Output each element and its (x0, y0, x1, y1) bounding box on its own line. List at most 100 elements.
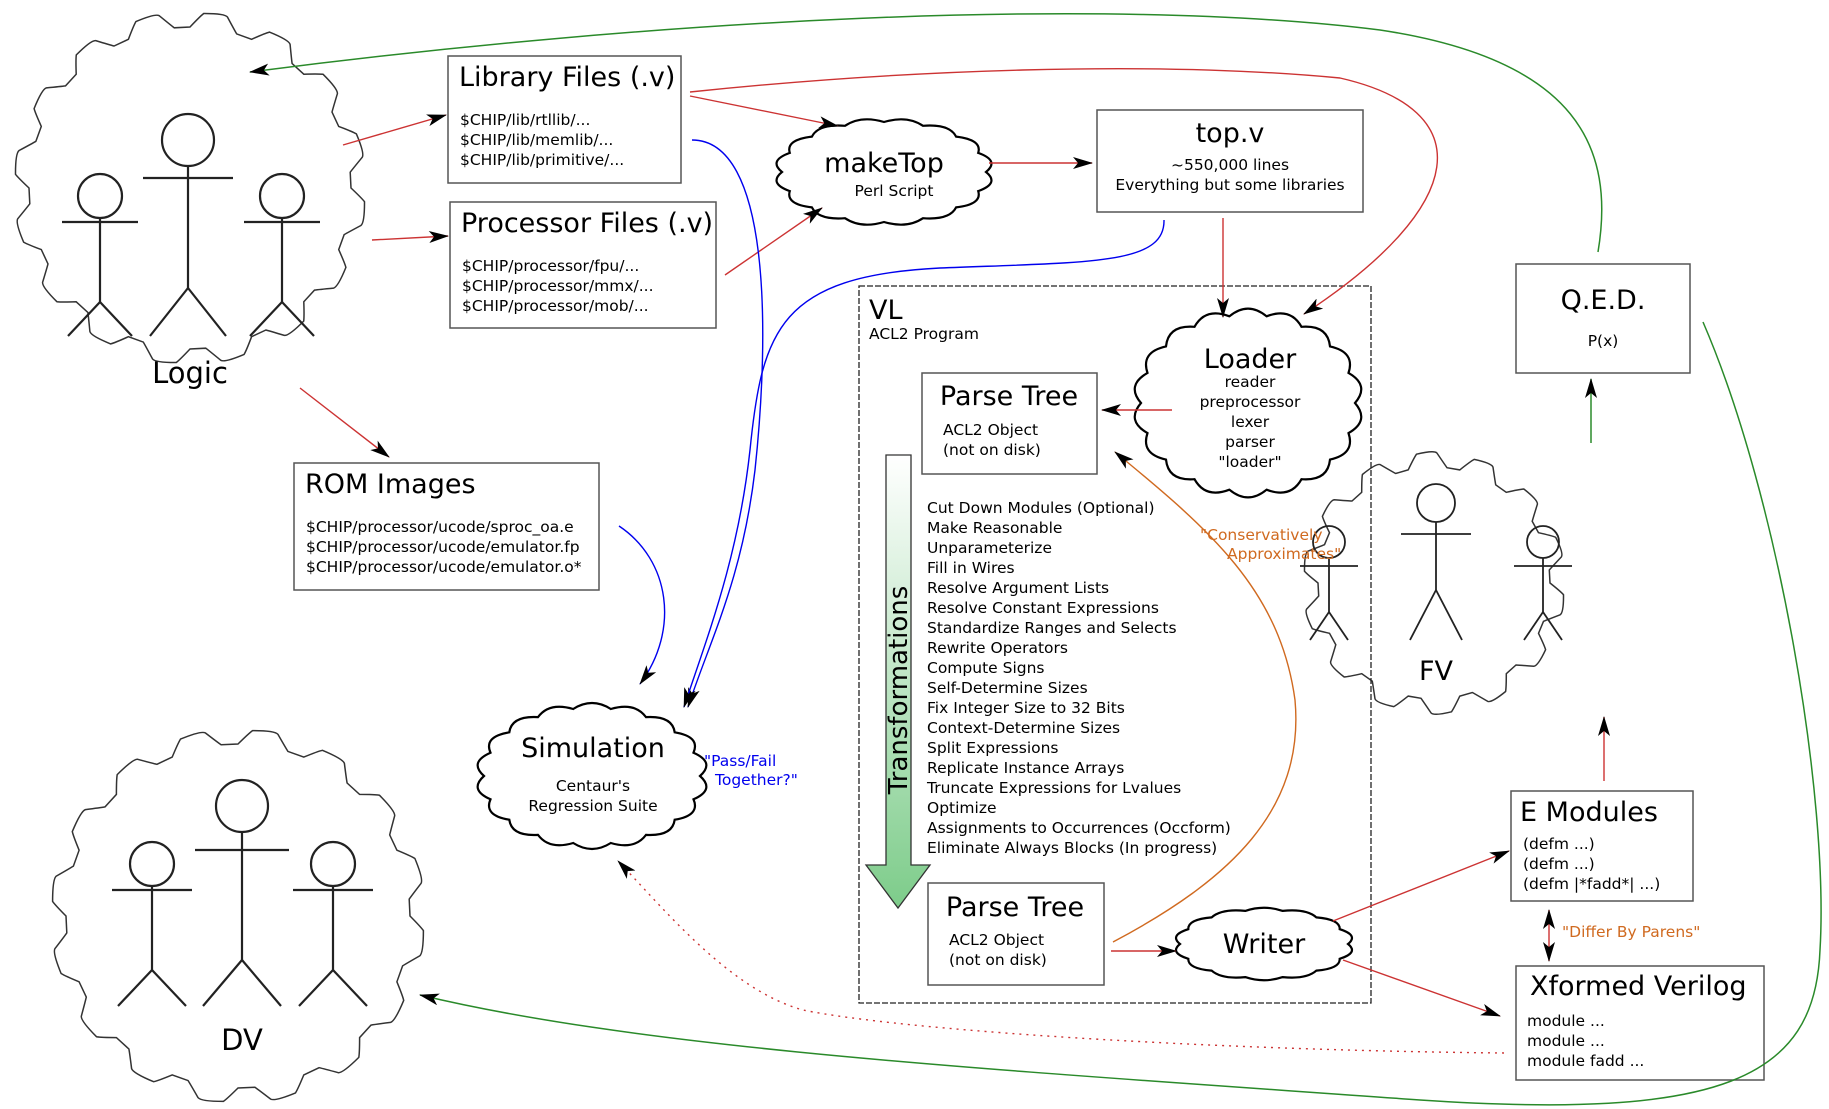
arrow-library-to-simulation (687, 139, 764, 708)
red-flow-arrows (299, 68, 1610, 1054)
transformation-item: Resolve Argument Lists (927, 579, 1109, 597)
transformation-item: Context-Determine Sizes (927, 719, 1120, 737)
transformation-item: Compute Signs (927, 659, 1045, 677)
blue-sim-arrows (618, 139, 1165, 708)
transformation-item: Fix Integer Size to 32 Bits (927, 699, 1125, 717)
loader-title: Loader (1204, 344, 1297, 375)
transformation-item: Standardize Ranges and Selects (927, 619, 1177, 637)
e-modules-line: (defm |*fadd*| ...) (1523, 875, 1660, 893)
arrow-logic-to-processor (371, 231, 449, 243)
rom-images-line: $CHIP/processor/ucode/emulator.fp (306, 538, 580, 556)
xformed-verilog-title: Xformed Verilog (1530, 971, 1747, 1002)
transformation-item: Optimize (927, 799, 997, 817)
fv-stick-figures (1401, 483, 1572, 641)
transformation-item: Rewrite Operators (927, 639, 1068, 657)
processor-files-title: Processor Files (.v) (461, 208, 713, 239)
library-files-title: Library Files (.v) (459, 62, 675, 93)
arrow-library-to-maketop (689, 95, 839, 129)
e-modules-title: E Modules (1520, 797, 1658, 828)
transformations-arrow: Transformations (864, 454, 932, 910)
maketop-cloud (775, 118, 993, 226)
simulation-line: Regression Suite (528, 797, 657, 815)
arrow-qed-to-dv (419, 321, 1822, 1106)
rom-images-line: $CHIP/processor/ucode/emulator.o* (306, 558, 582, 576)
library-files-line: $CHIP/lib/rtllib/... (460, 111, 590, 129)
logic-label: Logic (152, 356, 228, 390)
logic-gear (14, 12, 366, 364)
arrow-writer-to-xformed (1342, 959, 1501, 1017)
arrow-writer-to-emodules (1332, 850, 1510, 922)
xformed-verilog-line: module ... (1527, 1032, 1605, 1050)
processor-files-line: $CHIP/processor/mmx/... (462, 277, 654, 295)
xformed-verilog-line: module ... (1527, 1012, 1605, 1030)
transformation-item: Replicate Instance Arrays (927, 759, 1124, 777)
simulation-title: Simulation (521, 733, 665, 764)
maketop-subtitle: Perl Script (855, 182, 934, 200)
logic-stick-figures (62, 112, 320, 337)
qed-box: Q.E.D. P(x) (1515, 263, 1691, 374)
processor-files-line: $CHIP/processor/mob/... (462, 297, 649, 315)
transformation-item: Cut Down Modules (Optional) (927, 499, 1155, 517)
qed-title: Q.E.D. (1561, 285, 1646, 316)
parse-tree-bottom-box: Parse Tree ACL2 Object (not on disk) (927, 882, 1105, 986)
approx-note-line: Approximates" (1227, 545, 1341, 563)
vl-subtitle: ACL2 Program (869, 325, 979, 343)
dv-label: DV (221, 1023, 263, 1057)
arrow-logic-to-library (342, 114, 447, 146)
processor-files-box: Processor Files (.v) $CHIP/processor/fpu… (449, 201, 717, 329)
processor-files-line: $CHIP/processor/fpu/... (462, 257, 639, 275)
arrow-processor-to-maketop (724, 207, 823, 276)
vl-title: VL (869, 295, 903, 326)
loader-line: reader (1225, 373, 1276, 391)
rom-images-line: $CHIP/processor/ucode/sproc_oa.e (306, 518, 574, 537)
pass-fail-note-line: "Pass/Fail (704, 752, 776, 770)
e-modules-line: (defm ...) (1523, 855, 1595, 873)
loader-line: "loader" (1218, 453, 1281, 471)
green-loop-arrows (249, 13, 1822, 1106)
dv-gear (51, 729, 425, 1103)
e-modules-box: E Modules (defm ...) (defm ...) (defm |*… (1510, 790, 1694, 902)
transformation-item: Split Expressions (927, 739, 1059, 757)
arrow-library-to-loader (689, 68, 1439, 315)
parse-tree-top-box: Parse Tree ACL2 Object (not on disk) (921, 372, 1098, 475)
pass-fail-note-line: Together?" (714, 771, 798, 789)
loader-line: lexer (1231, 413, 1270, 431)
library-files-box: Library Files (.v) $CHIP/lib/rtllib/... … (447, 55, 682, 184)
loader-line: parser (1225, 433, 1275, 451)
parse-tree-top-line: ACL2 Object (943, 421, 1038, 439)
vl-container: VL ACL2 Program (858, 285, 1372, 1004)
dv-stick-figures (112, 778, 373, 1007)
loader-cloud (1133, 307, 1363, 499)
transformation-item: Self-Determine Sizes (927, 679, 1088, 697)
top-v-box: top.v ~550,000 lines Everything but some… (1096, 109, 1364, 213)
loader-line: preprocessor (1200, 393, 1301, 411)
parse-tree-top-title: Parse Tree (940, 381, 1078, 412)
top-v-line: Everything but some libraries (1115, 176, 1344, 194)
rom-images-box: ROM Images $CHIP/processor/ucode/sproc_o… (293, 462, 600, 591)
arrow-xformed-to-simulation (617, 860, 1505, 1054)
transformation-item: Eliminate Always Blocks (In progress) (927, 839, 1217, 857)
library-files-line: $CHIP/lib/primitive/... (460, 151, 624, 169)
transformation-item: Fill in Wires (927, 559, 1015, 577)
fv-label: FV (1419, 656, 1454, 687)
top-v-line: ~550,000 lines (1171, 156, 1289, 174)
top-v-title: top.v (1196, 118, 1265, 149)
parse-tree-bottom-line: (not on disk) (949, 951, 1047, 969)
parse-tree-bottom-line: ACL2 Object (949, 931, 1044, 949)
parse-tree-bottom-title: Parse Tree (946, 892, 1084, 923)
transformations-label: Transformations (884, 586, 914, 796)
approx-note-line: "Conservatively (1200, 526, 1323, 544)
writer-label: Writer (1223, 929, 1306, 960)
transformation-item: Resolve Constant Expressions (927, 599, 1159, 617)
simulation-cloud (476, 701, 708, 851)
conservatively-approximates-curve (1112, 451, 1297, 943)
maketop-title: makeTop (824, 148, 944, 179)
parse-tree-top-line: (not on disk) (943, 441, 1041, 459)
transformations-list: Cut Down Modules (Optional) Make Reasonab… (926, 499, 1231, 857)
rom-images-title: ROM Images (305, 469, 476, 500)
simulation-line: Centaur's (556, 777, 630, 795)
transformation-item: Make Reasonable (927, 519, 1062, 537)
arrow-rom-to-simulation (618, 525, 666, 685)
fv-gear (1303, 451, 1565, 715)
